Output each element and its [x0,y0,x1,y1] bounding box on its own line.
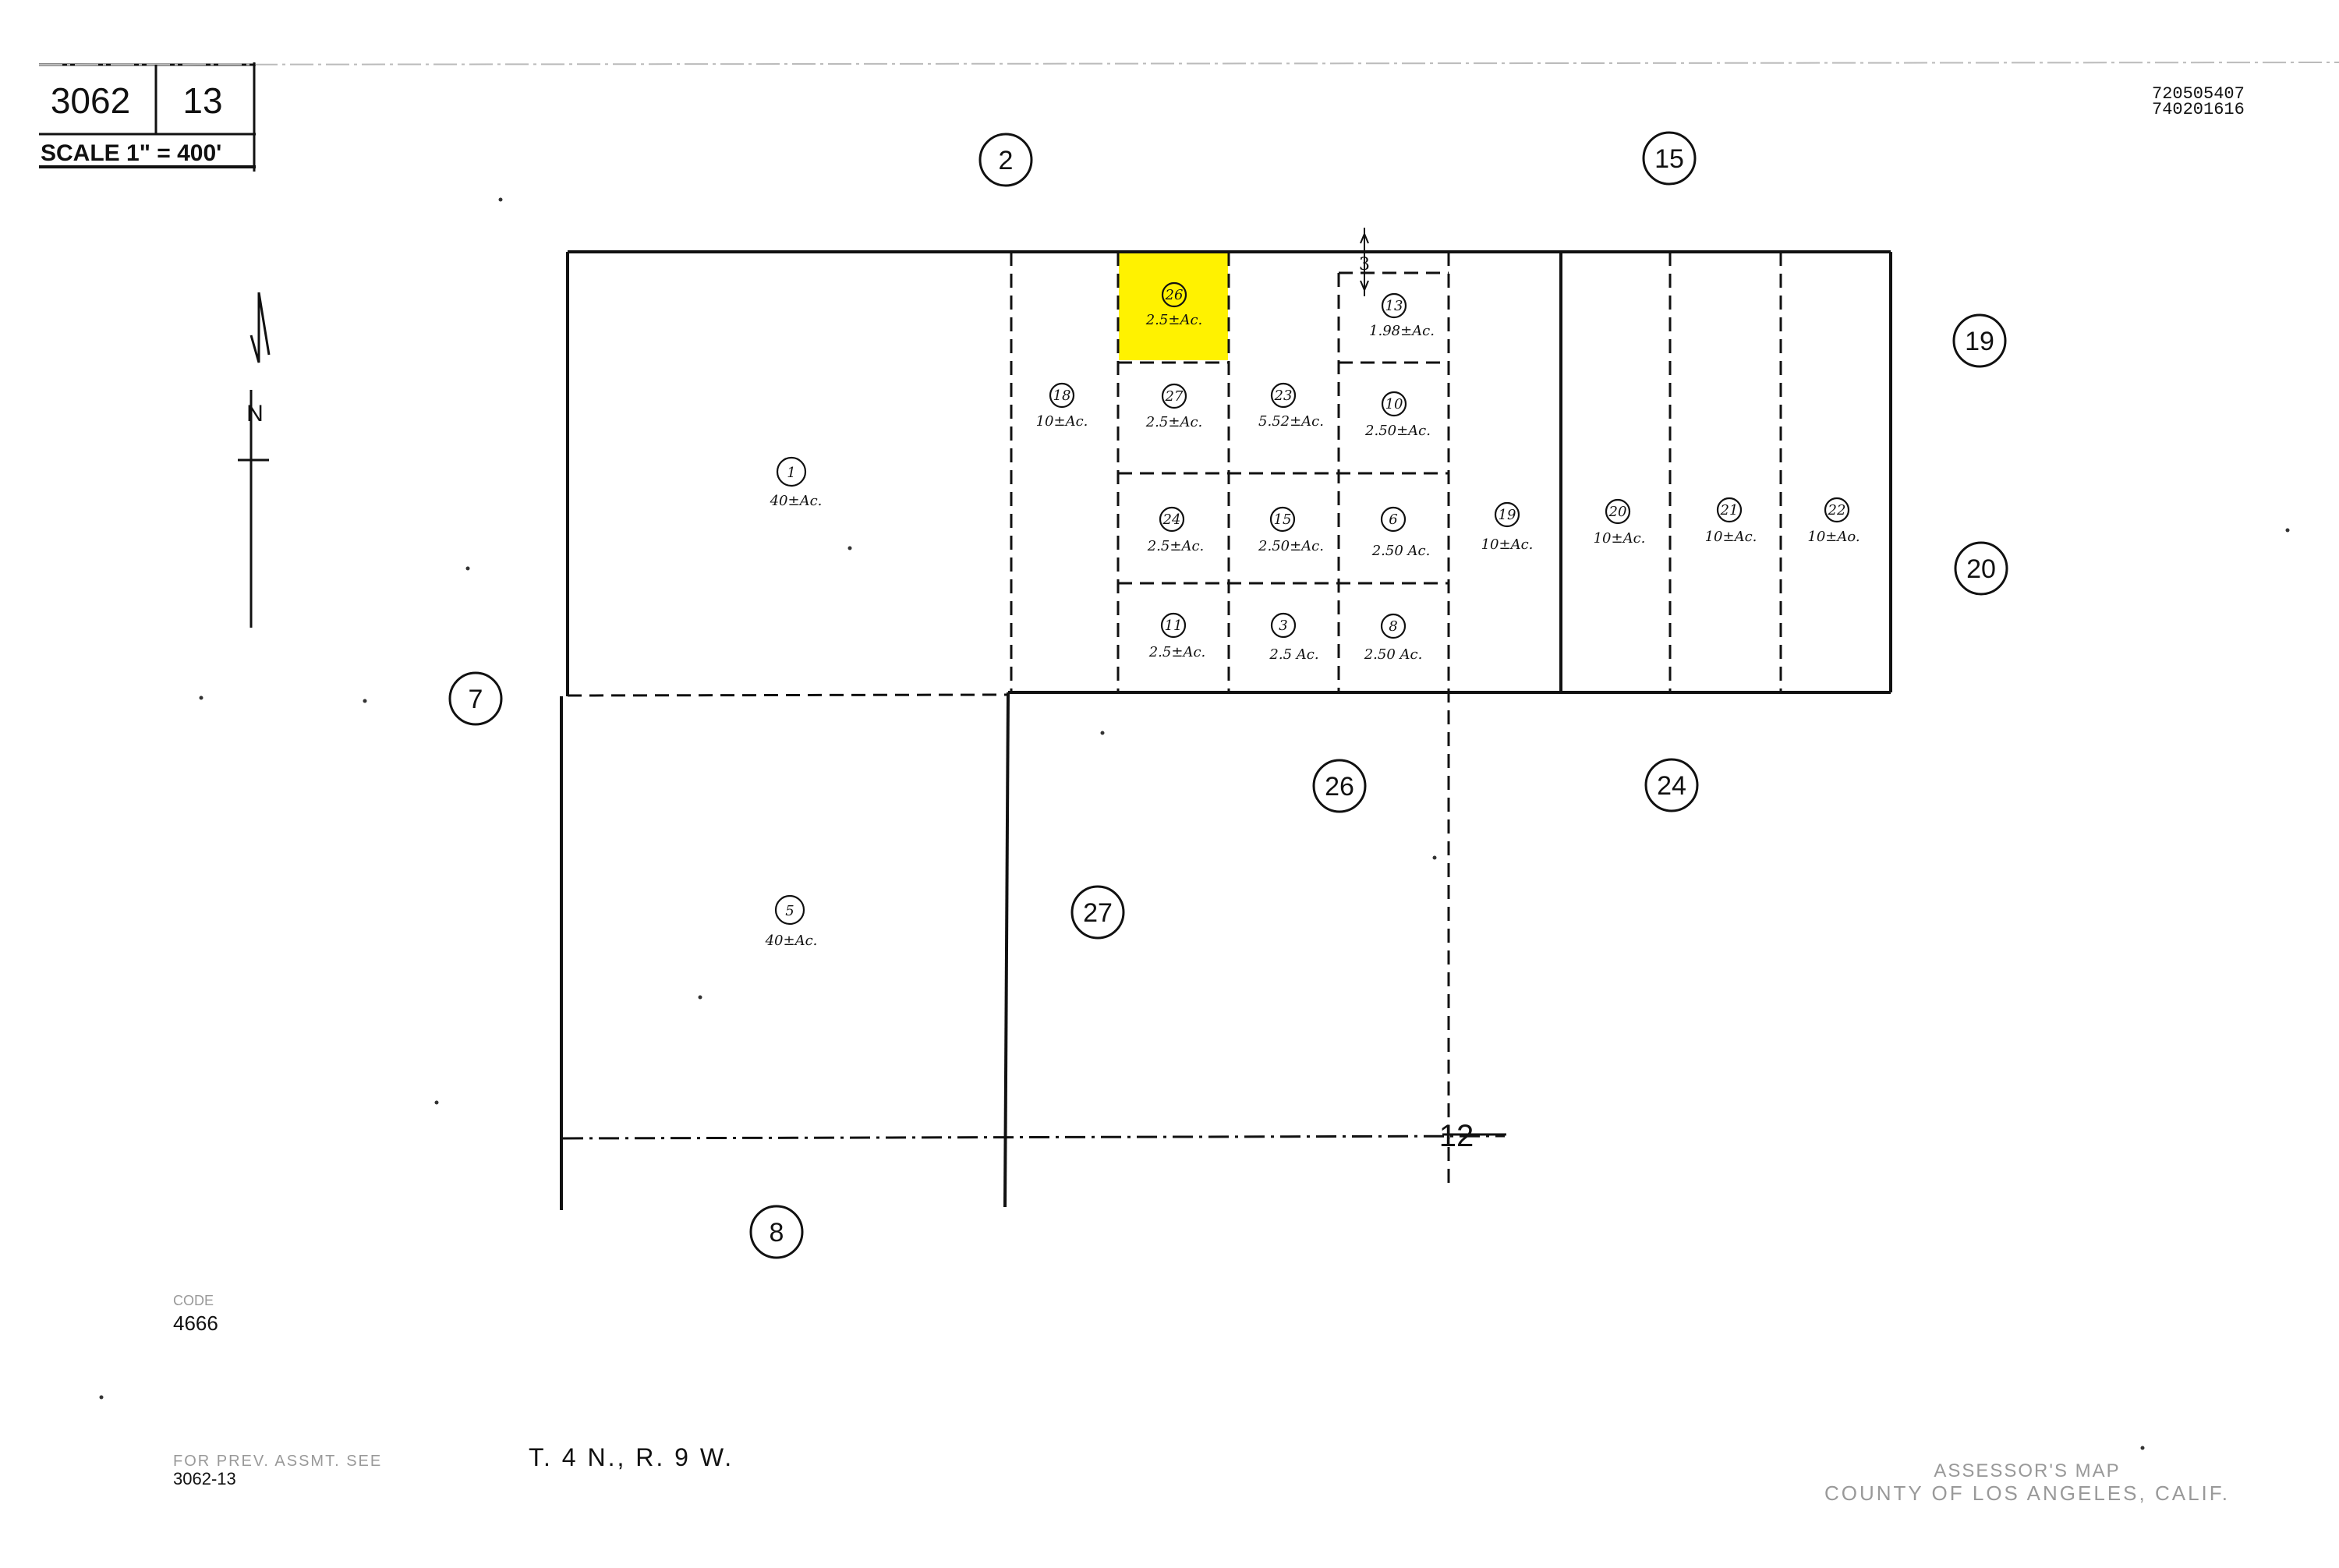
parcel-1[interactable]: 1 40±Ac. [770,456,823,509]
dimension-tick-label: 3 [1359,255,1370,274]
svg-text:5.52±Ac.: 5.52±Ac. [1258,413,1324,430]
svg-text:1.98±Ac.: 1.98±Ac. [1369,323,1435,339]
svg-text:3: 3 [1279,618,1287,634]
neighbor-page-15[interactable]: 15 [1642,131,1697,186]
svg-text:8: 8 [1389,618,1397,635]
svg-text:2.5±Ac.: 2.5±Ac. [1145,312,1203,328]
township-range: T. 4 N., R. 9 W. [529,1443,734,1471]
map-code-1: 720505407 [2152,84,2245,104]
neighbor-page-2[interactable]: 2 [978,133,1033,187]
svg-text:20: 20 [1608,504,1627,520]
parcel-6[interactable]: 6 2.50 Ac. [1371,506,1431,559]
neighbor-page-19[interactable]: 19 [1952,313,2007,368]
parcel-24[interactable]: 24 2.5±Ac. [1147,506,1205,554]
parcel-11[interactable]: 11 2.5±Ac. [1148,612,1206,660]
scan-marks [99,197,2290,1450]
neighbor-page-27[interactable]: 27 [1070,885,1125,940]
svg-text:1: 1 [787,465,795,481]
parcel-27[interactable]: 27 2.5±Ac. [1145,383,1203,430]
svg-text:2.5±Ac.: 2.5±Ac. [1148,644,1206,660]
svg-text:2: 2 [999,146,1014,175]
parcel-3[interactable]: 3 2.5 Ac. [1269,612,1319,663]
parcel-18[interactable]: 18 10±Ac. [1036,382,1088,430]
tax-code-number: 4666 [173,1311,218,1335]
svg-text:15: 15 [1274,511,1292,528]
svg-text:10±Ao.: 10±Ao. [1807,529,1860,545]
svg-text:2.5±Ac.: 2.5±Ac. [1145,414,1203,430]
revision-ref: 3062-13 [173,1469,236,1488]
parcel-23[interactable]: 23 5.52±Ac. [1258,382,1324,430]
svg-text:2.50±Ac.: 2.50±Ac. [1258,538,1324,554]
neighbor-page-7[interactable]: 7 [448,671,503,726]
svg-text:13: 13 [1385,298,1403,314]
neighbor-page-20[interactable]: 20 [1954,541,2008,596]
page-number: 13 [182,80,222,121]
svg-text:26: 26 [1165,287,1184,303]
svg-text:20: 20 [1966,554,1996,584]
parcel-20[interactable]: 20 10±Ac. [1594,498,1646,547]
svg-text:6: 6 [1389,511,1397,528]
svg-text:15: 15 [1654,144,1684,174]
north-label: N [246,401,264,427]
assessor-title: ASSESSOR'S MAP [1934,1460,2120,1481]
map-code-2: 740201616 [2152,100,2245,119]
svg-text:8: 8 [770,1218,784,1248]
revision-note: FOR PREV. ASSMT. SEE [173,1453,382,1470]
svg-text:10±Ac.: 10±Ac. [1705,529,1757,545]
svg-text:10±Ac.: 10±Ac. [1481,536,1534,553]
scale-label: SCALE 1" = 400' [41,140,221,166]
svg-text:26: 26 [1325,772,1354,802]
parcel-15[interactable]: 15 2.50±Ac. [1258,506,1324,554]
svg-text:27: 27 [1165,388,1184,405]
svg-text:24: 24 [1162,511,1181,528]
svg-text:21: 21 [1720,502,1739,519]
parcel-19[interactable]: 19 10±Ac. [1481,501,1534,553]
parcel-8[interactable]: 8 2.50 Ac. [1364,613,1423,663]
neighbor-page-markers: 2 15 19 20 7 26 24 27 8 [448,131,2008,1259]
svg-text:23: 23 [1274,388,1293,404]
svg-text:2.5±Ac.: 2.5±Ac. [1147,538,1205,554]
map-header: 3062 13 SCALE 1" = 400' [38,62,2339,172]
svg-text:18: 18 [1053,388,1071,404]
svg-text:7: 7 [469,685,483,714]
parcel-10[interactable]: 10 2.50±Ac. [1364,391,1431,439]
parcel-5[interactable]: 5 40±Ac. [765,894,818,949]
parcel-26[interactable]: 26 2.5±Ac. [1145,281,1203,328]
neighbor-page-8[interactable]: 8 [749,1205,804,1259]
neighbor-page-26[interactable]: 26 [1312,759,1367,813]
svg-text:40±Ac.: 40±Ac. [765,933,818,949]
tax-code-label: CODE [173,1293,214,1308]
svg-text:2.50 Ac.: 2.50 Ac. [1364,646,1423,663]
parcel-boundaries: 3 [560,228,1892,1210]
svg-text:10: 10 [1385,396,1403,412]
svg-text:19: 19 [1965,327,1994,356]
section-number: 12 [1439,1119,1474,1153]
parcel-22[interactable]: 22 10±Ao. [1807,497,1860,545]
svg-text:5: 5 [785,903,794,919]
svg-text:2.50 Ac.: 2.50 Ac. [1371,543,1431,559]
svg-text:10±Ac.: 10±Ac. [1036,413,1088,430]
assessor-county: COUNTY OF LOS ANGELES, CALIF. [1824,1481,2230,1505]
svg-text:2.50±Ac.: 2.50±Ac. [1364,423,1431,439]
svg-text:2.5 Ac.: 2.5 Ac. [1269,646,1318,663]
parcel-21[interactable]: 21 10±Ac. [1705,497,1757,545]
parcel-13[interactable]: 13 1.98±Ac. [1369,292,1435,339]
svg-text:19: 19 [1499,507,1516,523]
neighbor-page-24[interactable]: 24 [1644,758,1699,812]
svg-text:10±Ac.: 10±Ac. [1594,530,1646,547]
svg-text:11: 11 [1165,618,1183,634]
svg-text:22: 22 [1828,502,1846,519]
svg-text:40±Ac.: 40±Ac. [770,493,823,509]
svg-text:27: 27 [1083,898,1113,928]
north-arrow-icon: N [238,292,271,628]
book-number: 3062 [51,80,130,121]
svg-text:24: 24 [1657,771,1686,801]
